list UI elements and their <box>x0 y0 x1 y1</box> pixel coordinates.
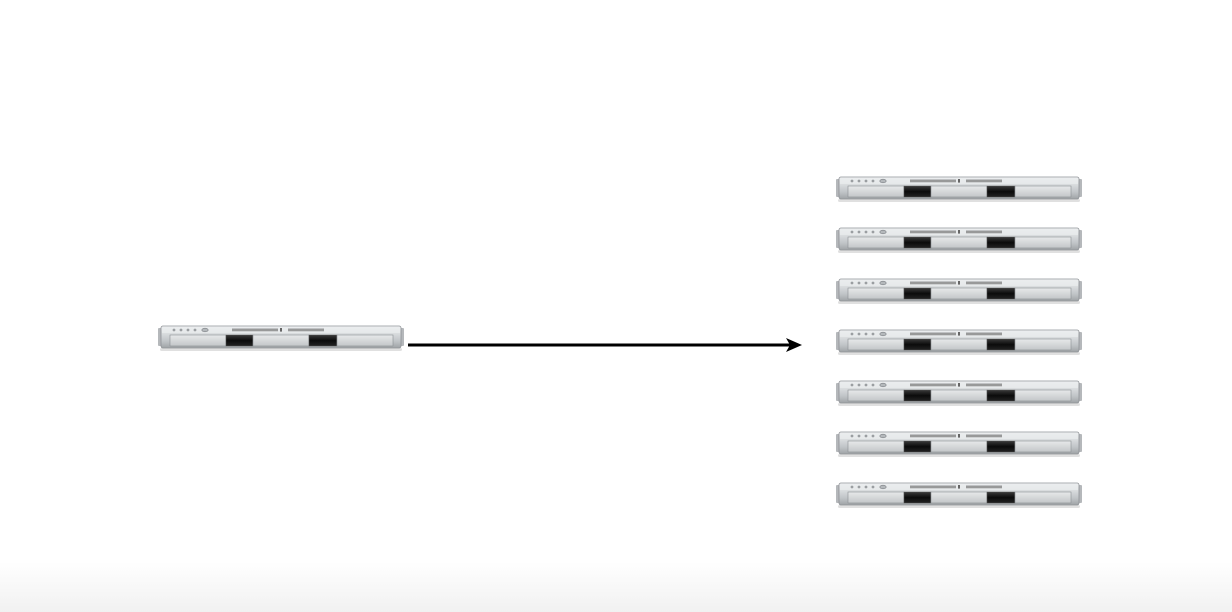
scale-out-arrow <box>408 336 804 354</box>
target-server-icon <box>836 328 1082 356</box>
target-server-icon <box>836 481 1082 509</box>
target-server-icon <box>836 175 1082 203</box>
target-server-icon <box>836 379 1082 407</box>
target-server-icon <box>836 277 1082 305</box>
bottom-shading <box>0 562 1232 612</box>
target-server-icon <box>836 430 1082 458</box>
source-server-icon <box>158 324 404 352</box>
target-server-icon <box>836 226 1082 254</box>
